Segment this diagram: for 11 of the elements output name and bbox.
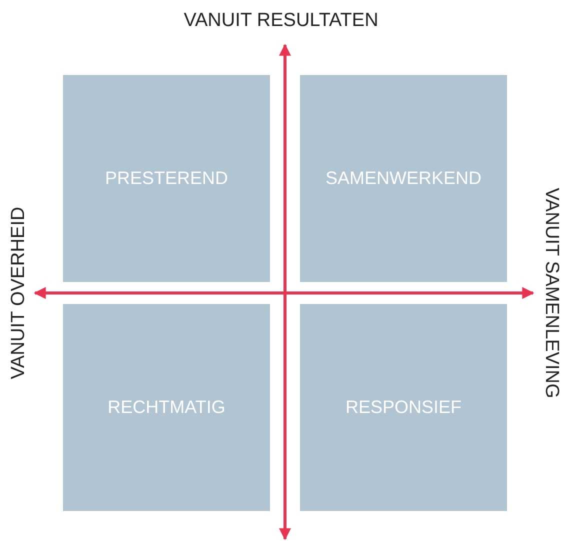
axis-label: VANUIT RESULTATEN [184,10,378,32]
quadrant-label: RECHTMATIG [108,397,226,418]
axis-label: VANUIT SAMENLEVING [540,188,562,398]
quadrant-box [63,304,270,511]
quadrant-label: PRESTEREND [104,168,228,189]
quadrant-box [300,304,507,511]
quadrant-box [63,75,270,282]
axis-label: VANUIT OVERHEID [8,206,30,380]
quadrant-label: RESPONSIEF [345,397,462,418]
quadrant-label: SAMENWERKEND [325,168,482,189]
quadrant-box [300,75,507,282]
